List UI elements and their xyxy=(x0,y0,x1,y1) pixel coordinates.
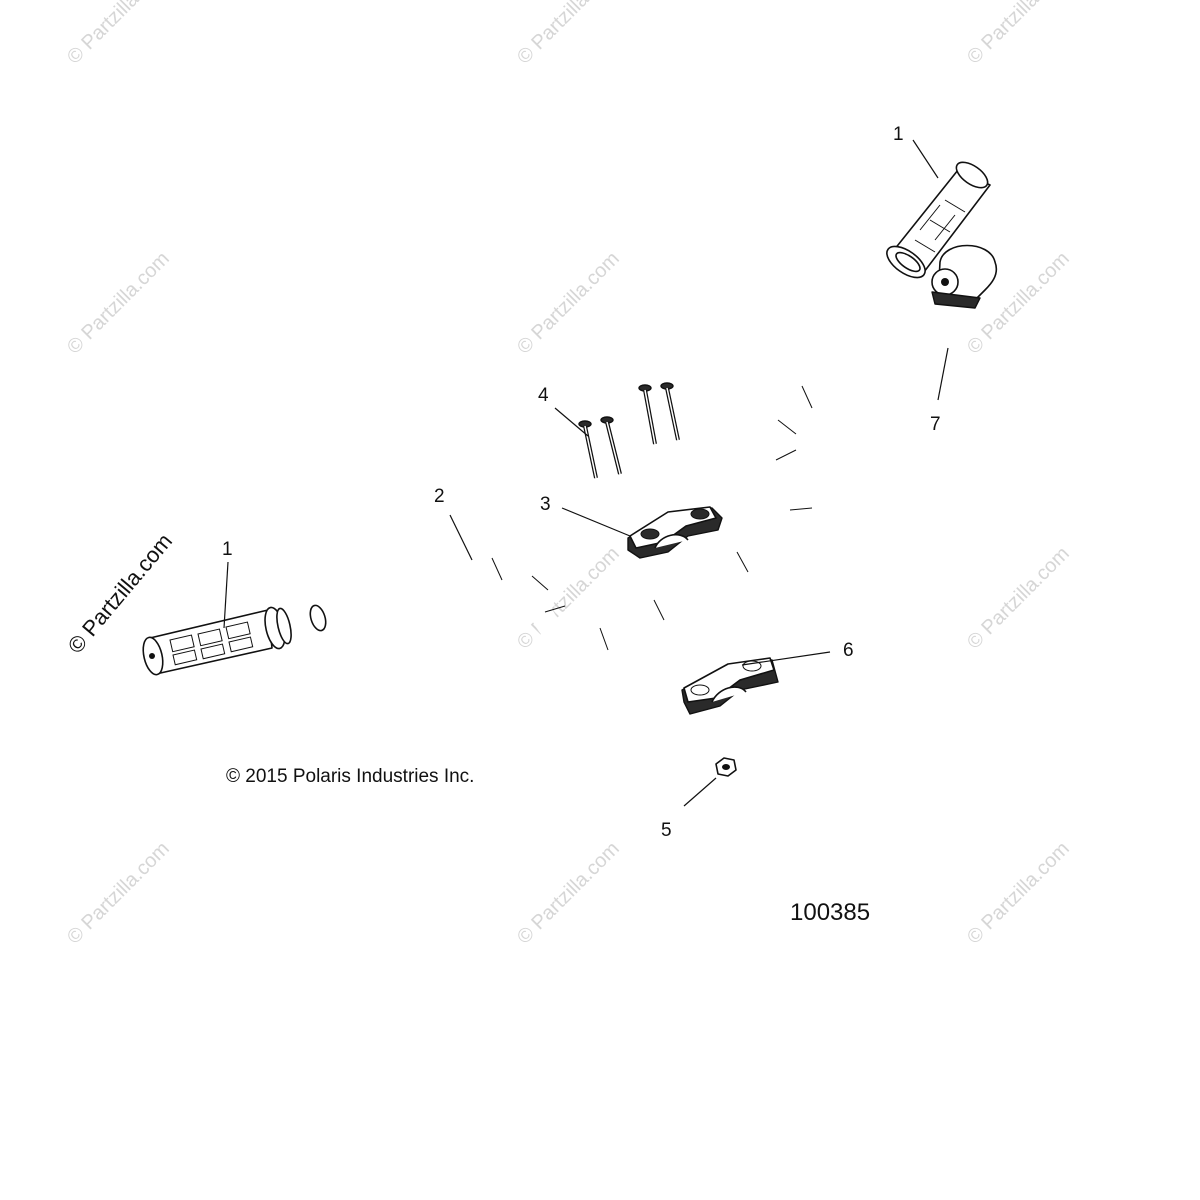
watermark: © Partzilla.com xyxy=(513,838,624,949)
copyright-text: © 2015 Polaris Industries Inc. xyxy=(226,766,474,787)
nut[interactable] xyxy=(715,757,737,777)
watermark: © Partzilla.com xyxy=(963,543,1074,654)
watermark-layer: © Partzilla.com © Partzilla.com © Partzi… xyxy=(63,0,1074,949)
callout-4: 4 xyxy=(538,385,549,406)
watermark: © Partzilla.com xyxy=(513,0,624,69)
callouts: 1 1 2 3 4 5 6 7 xyxy=(222,124,941,841)
diagram-number: 100385 xyxy=(790,899,870,926)
leader-lines xyxy=(223,139,949,807)
watermark: © Partzilla.com xyxy=(63,0,174,69)
watermark: © Partzilla.com xyxy=(63,838,174,949)
upper-clamp[interactable] xyxy=(627,506,723,559)
watermark: © Partzilla.com xyxy=(963,838,1074,949)
clamp-bolts[interactable] xyxy=(578,382,680,479)
callout-6: 6 xyxy=(843,640,854,661)
callout-1-left: 1 xyxy=(222,539,233,560)
left-grip[interactable] xyxy=(140,606,294,677)
right-grip[interactable] xyxy=(882,157,992,283)
handlebar[interactable] xyxy=(306,288,890,664)
callout-1-right: 1 xyxy=(893,124,904,145)
callout-2: 2 xyxy=(434,486,445,507)
callout-3: 3 xyxy=(540,494,551,515)
callout-5: 5 xyxy=(661,820,672,841)
watermark: © Partzilla.com xyxy=(63,248,174,359)
callout-7: 7 xyxy=(930,414,941,435)
watermark: © Partzilla.com xyxy=(963,0,1074,69)
watermark: © Partzilla.com xyxy=(513,248,624,359)
grip-end-cap[interactable] xyxy=(931,244,998,309)
lower-clamp[interactable] xyxy=(681,657,779,715)
